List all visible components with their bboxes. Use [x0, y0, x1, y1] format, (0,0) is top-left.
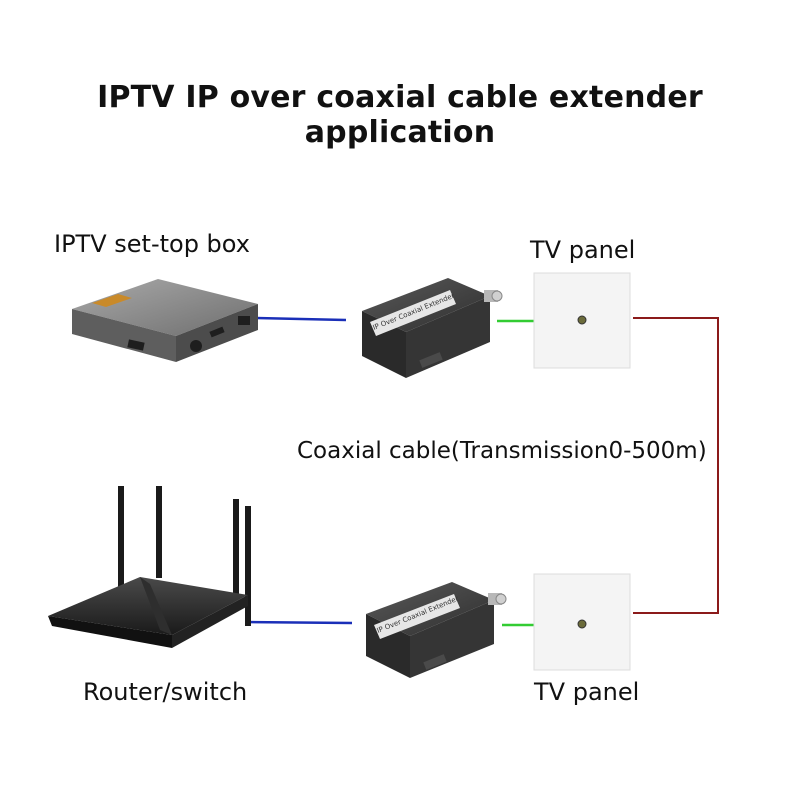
coax-long-cable [633, 317, 719, 614]
power-port-icon [190, 340, 202, 352]
antenna-2-icon [156, 486, 162, 578]
router [48, 486, 251, 648]
diagram-title: IPTV IP over coaxial cable extender appl… [97, 80, 703, 150]
coaxial-cable-label: Coaxial cable(Transmission0-500m) [297, 438, 707, 464]
bnc-connector-bottom-icon [488, 593, 507, 605]
set-top-box [72, 279, 258, 362]
set-top-box-front-face [72, 309, 176, 362]
bnc-connector-top-icon [484, 290, 503, 302]
extender-bottom-label-plate [374, 594, 460, 639]
tv-panel-bottom-socket-icon [577, 619, 587, 629]
tv-panel-bottom [533, 573, 631, 671]
extender-bottom-mount-ear-icon [423, 654, 447, 670]
extender-top-mount-ear-icon [419, 352, 443, 368]
extender-top: IP Over Coaxial Extender [362, 278, 503, 378]
extender-top-label-plate [370, 290, 456, 336]
ethernet-port-icon [238, 316, 250, 325]
usb-port-side-icon [209, 326, 225, 338]
tv-panel-top-label: TV panel [530, 236, 636, 264]
tv-panel-bottom-label: TV panel [534, 678, 640, 706]
router-front-face [48, 616, 172, 648]
router-top-accent [140, 577, 172, 635]
tv-panel-top-socket-icon [577, 315, 587, 325]
ethernet-cable-top [255, 316, 347, 322]
extender-bottom: IP Over Coaxial Extender [366, 582, 507, 678]
cables [245, 316, 719, 627]
tv-panel-top [533, 272, 631, 369]
router-switch-label: Router/switch [83, 678, 248, 706]
router-side-face [172, 595, 248, 648]
usb-port-icon [127, 339, 145, 351]
ethernet-cable-bottom [245, 620, 353, 625]
set-top-box-top-face [72, 279, 258, 336]
set-top-box-indicator-strip [92, 294, 132, 307]
antenna-3-icon [233, 499, 239, 599]
antenna-4-icon [245, 506, 251, 626]
antenna-1-icon [118, 486, 124, 588]
router-top-face [48, 577, 248, 635]
extender-bottom-side-face [410, 600, 494, 678]
set-top-box-label: IPTV set-top box [54, 230, 250, 258]
